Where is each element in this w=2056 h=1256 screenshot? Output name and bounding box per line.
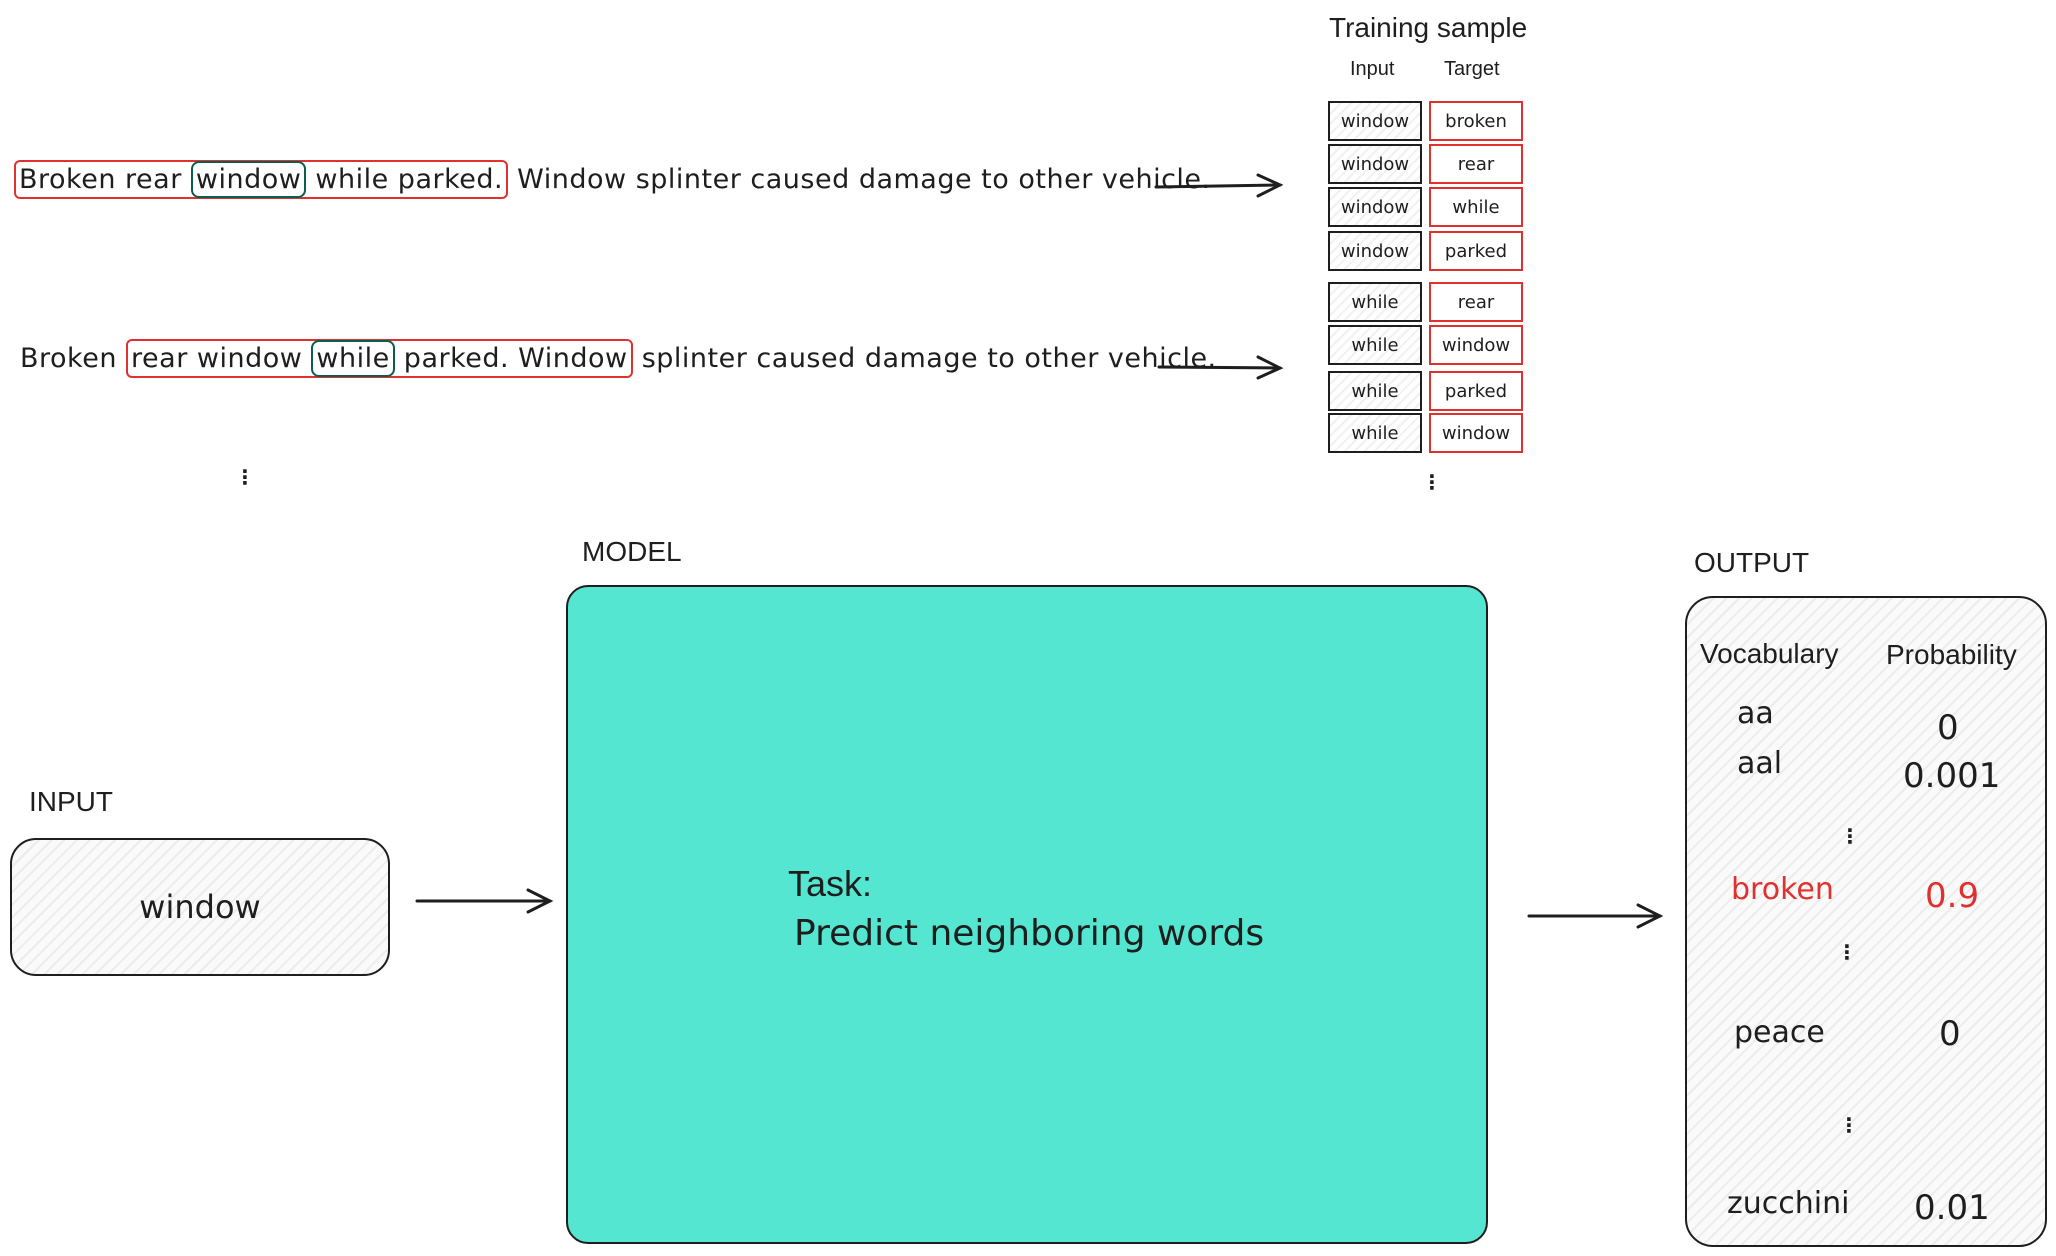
vocab-prob: 0.01 (1914, 1188, 1990, 1228)
center-word-highlight: window (190, 161, 307, 198)
training-target-cell: rear (1429, 282, 1523, 322)
vocab-word: aa (1737, 696, 1774, 731)
task-text: Predict neighboring words (794, 913, 1265, 954)
training-input-cell: while (1328, 371, 1422, 411)
context-window-highlight: rear window while parked. Window (126, 339, 633, 378)
training-sample-title: Training sample (1329, 12, 1528, 43)
output-ellipsis: ⋮ (1839, 1113, 1859, 1137)
training-input-cell: window (1328, 101, 1422, 141)
vocabulary-header: Vocabulary (1700, 638, 1839, 669)
input-label: INPUT (29, 786, 113, 817)
sentence-2: Broken rear window while parked. Window … (20, 339, 1217, 378)
vocab-word: aal (1737, 746, 1783, 781)
output-box: Vocabulary Probability aa 0 aal 0.001 ⋮ … (1685, 596, 2047, 1247)
vocab-word-highlighted: broken (1731, 872, 1834, 907)
sentence-rest: splinter caused damage to other vehicle. (632, 343, 1217, 374)
training-input-cell: while (1328, 325, 1422, 365)
training-input-cell: window (1328, 231, 1422, 271)
sentences-ellipsis: ⋮ (235, 465, 255, 489)
vocab-prob: 0.001 (1903, 756, 2001, 796)
arrow-icon (415, 888, 554, 914)
context-right: parked. Window (394, 343, 628, 374)
context-window-highlight: Broken rear window while parked. (14, 160, 509, 199)
arrow-icon (1527, 903, 1664, 929)
vocab-word: peace (1734, 1015, 1825, 1050)
probability-header: Probability (1886, 639, 2017, 670)
arrow-icon (1154, 173, 1284, 198)
input-column-header: Input (1350, 58, 1395, 80)
vocab-word: zucchini (1727, 1186, 1850, 1221)
context-right: while parked. (306, 164, 504, 195)
training-target-cell: window (1429, 413, 1523, 453)
target-column-header: Target (1444, 58, 1500, 80)
vocab-prob-highlighted: 0.9 (1925, 876, 1980, 916)
sentence-prefix: Broken (20, 343, 127, 374)
vocab-prob: 0 (1937, 708, 1959, 748)
input-box: window (10, 838, 390, 976)
training-input-cell: window (1328, 187, 1422, 227)
model-label: MODEL (582, 536, 682, 567)
sentence-rest: Window splinter caused damage to other v… (508, 164, 1211, 195)
training-input-cell: while (1328, 413, 1422, 453)
training-input-cell: while (1328, 282, 1422, 322)
output-label: OUTPUT (1694, 547, 1810, 578)
training-input-cell: window (1328, 144, 1422, 184)
training-target-cell: broken (1429, 101, 1523, 141)
center-word-highlight: while (311, 340, 395, 377)
output-ellipsis: ⋮ (1837, 940, 1857, 964)
arrow-icon (1157, 355, 1284, 380)
training-target-cell: window (1429, 325, 1523, 365)
context-left: Broken rear (19, 164, 191, 195)
task-title: Task: (788, 863, 873, 904)
training-target-cell: parked (1429, 371, 1523, 411)
context-left: rear window (131, 343, 312, 374)
model-box: Task: Predict neighboring words (566, 585, 1488, 1244)
training-target-cell: while (1429, 187, 1523, 227)
training-ellipsis: ⋮ (1422, 470, 1442, 494)
training-target-cell: rear (1429, 144, 1523, 184)
output-ellipsis: ⋮ (1840, 824, 1860, 848)
training-target-cell: parked (1429, 231, 1523, 271)
vocab-prob: 0 (1939, 1014, 1961, 1054)
sentence-1: Broken rear window while parked. Window … (14, 160, 1211, 199)
input-word: window (139, 888, 261, 926)
